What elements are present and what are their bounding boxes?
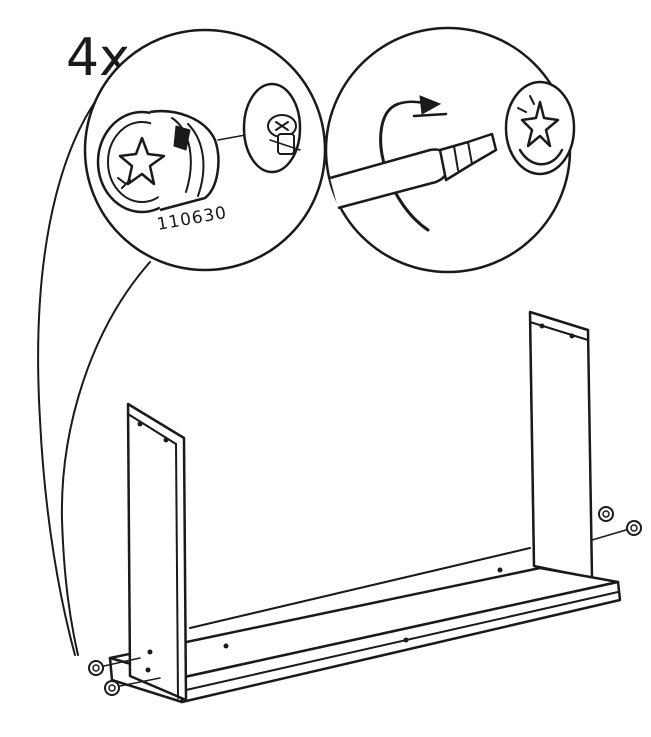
cam-lock-right-bottom — [591, 520, 642, 541]
flathead-screwdriver-icon — [329, 132, 498, 210]
bolt-hole-icon — [242, 82, 302, 174]
cam-lock-left-bottom — [104, 677, 161, 696]
cam-lock-left-top — [88, 657, 141, 676]
cam-lock-face-icon — [504, 80, 576, 176]
cam-lock-icon — [96, 109, 220, 214]
cam-lock-right-top — [598, 506, 614, 522]
detail-circle-screwdriver — [324, 26, 576, 274]
bottom-base-panel — [108, 547, 622, 704]
right-side-panel — [528, 310, 594, 580]
callout-connector — [37, 54, 141, 656]
left-side-panel — [126, 402, 188, 702]
detail-circle-cam-lock: 110630 — [83, 28, 327, 272]
callout-connector-inner — [60, 261, 151, 656]
